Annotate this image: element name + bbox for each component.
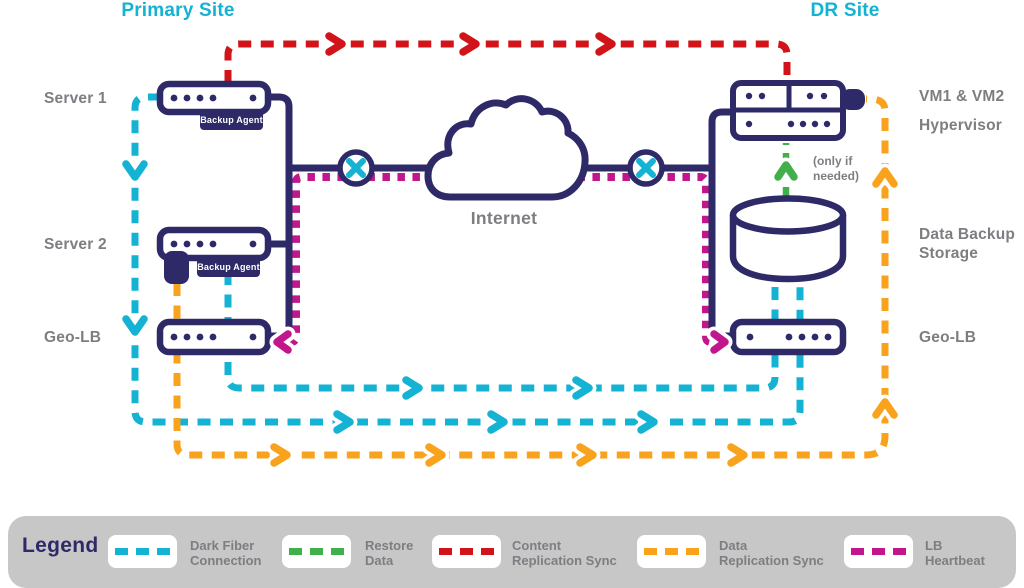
legend-swatch-lb-heartbeat bbox=[844, 535, 913, 568]
only-if-needed-note-1: (only if bbox=[813, 154, 853, 168]
dr-site-title: DR Site bbox=[810, 0, 880, 21]
geo-lb-left-label: Geo-LB bbox=[44, 329, 102, 346]
dash-sample-cyan bbox=[115, 548, 170, 555]
legend-title: Legend bbox=[22, 534, 99, 557]
storage-label-1: Data Backup bbox=[919, 226, 1016, 243]
internet-cloud-icon bbox=[424, 95, 589, 201]
vm-label: VM1 & VM2 bbox=[919, 88, 1005, 105]
flow-arrows bbox=[118, 28, 902, 471]
internet-label: Internet bbox=[470, 208, 538, 228]
hypervisor-nub bbox=[841, 89, 865, 110]
server1-label: Server 1 bbox=[44, 90, 107, 107]
primary-site-bus bbox=[268, 93, 293, 340]
content-replication-line bbox=[224, 40, 791, 83]
wan-node-left-icon bbox=[337, 149, 375, 187]
server1-icon bbox=[156, 80, 272, 116]
dash-sample-green bbox=[289, 548, 344, 555]
dark-fiber-line-2 bbox=[224, 272, 779, 392]
lb-heartbeat-line bbox=[288, 173, 714, 346]
server2-label: Server 2 bbox=[44, 236, 107, 253]
primary-site-title: Primary Site bbox=[121, 0, 235, 21]
data-replication-line bbox=[173, 95, 889, 459]
geo-lb-left-icon bbox=[156, 318, 272, 356]
storage-icon bbox=[729, 195, 847, 283]
server2-icon bbox=[156, 226, 272, 284]
geo-lb-right-icon bbox=[729, 318, 847, 356]
dark-fiber-line-1 bbox=[131, 93, 804, 426]
legend-swatch-dark-fiber bbox=[108, 535, 177, 568]
backup-agent-badge-server2: Backup Agent bbox=[197, 257, 260, 277]
legend-swatch-data-replication bbox=[637, 535, 706, 568]
dash-sample-orange bbox=[644, 548, 699, 555]
dash-sample-magenta bbox=[851, 548, 906, 555]
server2-nub bbox=[164, 251, 189, 284]
only-if-needed-note-2: needed) bbox=[813, 169, 860, 183]
legend-swatch-restore-data bbox=[282, 535, 351, 568]
legend-swatch-content-replication bbox=[432, 535, 501, 568]
geo-lb-right-label: Geo-LB bbox=[919, 329, 977, 346]
storage-label-2: Storage bbox=[919, 245, 979, 262]
hypervisor-label: Hypervisor bbox=[919, 117, 1002, 134]
dash-sample-red bbox=[439, 548, 494, 555]
backup-agent-badge-server1: Backup Agent bbox=[200, 110, 263, 130]
hypervisor-icon bbox=[730, 80, 865, 141]
wan-node-right-icon bbox=[627, 149, 665, 187]
